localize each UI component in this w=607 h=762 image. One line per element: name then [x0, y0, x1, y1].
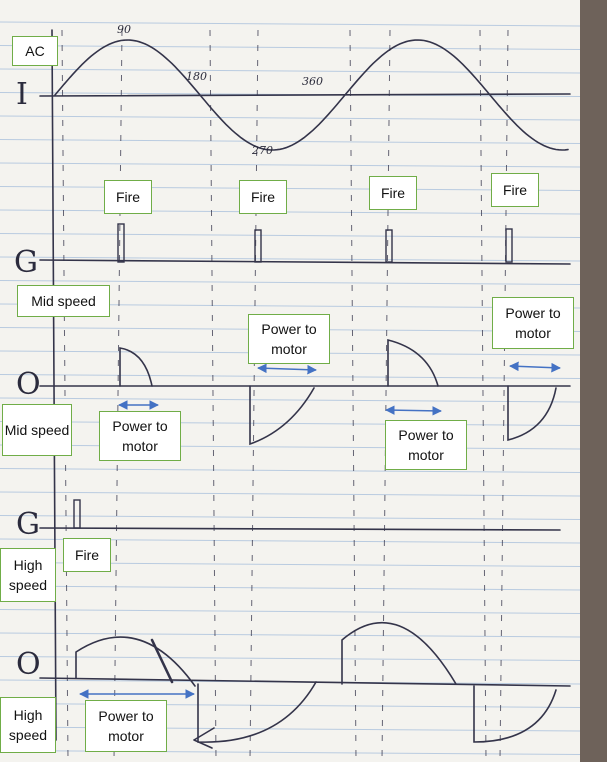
output-segment-negative — [197, 681, 317, 743]
ruled-line — [0, 632, 581, 638]
vertical-time-axis — [51, 29, 57, 741]
ruled-line — [0, 115, 581, 121]
power-to-motor-label-3: Power to motor — [99, 411, 181, 461]
gate-axis-letter-mid: G — [14, 245, 38, 280]
phase-guide — [61, 29, 69, 761]
ac-label: AC — [12, 36, 58, 66]
high-speed-label-2: High speed — [0, 697, 56, 753]
fire-label-1: Fire — [104, 180, 152, 214]
gate-axis-letter-high: G — [16, 507, 40, 542]
ruled-line — [0, 256, 581, 262]
angle-90: 90 — [117, 23, 131, 36]
dashed-phase-guides — [61, 29, 509, 761]
ruled-line — [0, 162, 581, 168]
high-speed-label-1: High speed — [0, 548, 56, 602]
phase-guide — [381, 29, 391, 761]
ruled-line — [0, 186, 581, 191]
output-axis-line-high — [39, 677, 571, 687]
power-arrow — [509, 361, 561, 373]
output-heavy-stroke — [150, 638, 174, 684]
gate-pulse — [254, 229, 262, 263]
phase-guide — [249, 29, 259, 761]
power-to-motor-label-1: Power to motor — [248, 314, 330, 364]
output-segment-negative — [507, 385, 557, 442]
fire-label-3: Fire — [369, 176, 417, 210]
waveform-axes — [39, 29, 571, 741]
gate-pulse — [73, 499, 81, 529]
ruled-line — [0, 515, 581, 520]
hand-drawn-arrowhead — [193, 727, 215, 749]
gate-pulse — [505, 228, 513, 263]
phase-guide — [349, 29, 357, 761]
ruled-line — [0, 280, 581, 285]
power-arrows — [79, 361, 561, 699]
waveforms — [54, 39, 569, 749]
power-to-motor-label-5: Power to motor — [85, 700, 167, 752]
output-segment-positive — [119, 347, 153, 387]
angle-270: 270 — [252, 144, 273, 157]
phase-guide — [479, 29, 487, 761]
paper-sheet — [0, 0, 580, 762]
power-to-motor-label-2: Power to motor — [492, 297, 574, 349]
ruled-line — [0, 585, 581, 591]
angle-180: 180 — [186, 70, 207, 83]
phase-guide — [209, 29, 217, 761]
power-arrow — [257, 363, 317, 375]
gate-axis-line-mid — [39, 259, 571, 265]
mid-speed-label-top: Mid speed — [17, 285, 110, 317]
output-segment-positive — [387, 338, 439, 387]
phase-guide — [499, 29, 509, 761]
ruled-line — [0, 21, 581, 27]
current-axis-letter: I — [16, 77, 28, 112]
ruled-line — [0, 444, 581, 450]
ruled-line — [0, 233, 581, 238]
output-segment-negative — [473, 685, 557, 743]
current-axis-line — [39, 93, 571, 97]
output-axis-letter-mid: O — [16, 367, 41, 402]
gate-pulse — [117, 223, 125, 263]
ruled-line — [0, 468, 581, 473]
phase-guide — [113, 29, 123, 761]
ruled-line — [0, 45, 581, 50]
fire-label-5: Fire — [63, 538, 111, 572]
output-axis-letter-high: O — [16, 647, 41, 682]
ruled-line — [0, 139, 581, 144]
ruled-line — [0, 656, 581, 661]
gate-pulse — [385, 229, 393, 263]
fire-label-2: Fire — [239, 180, 287, 214]
power-arrow — [385, 405, 442, 416]
table-edge — [580, 0, 607, 762]
mid-speed-label-left: Mid speed — [2, 404, 72, 456]
ruled-line — [0, 609, 581, 614]
angle-360: 360 — [302, 75, 323, 88]
ruled-line — [0, 209, 581, 215]
gate-axis-line-high — [39, 527, 561, 531]
fire-label-4: Fire — [491, 173, 539, 207]
ac-sine-wave — [54, 39, 569, 151]
ruled-line — [0, 68, 581, 74]
power-to-motor-label-4: Power to motor — [385, 420, 467, 470]
ruled-line — [0, 397, 581, 403]
output-segment-positive — [75, 636, 196, 687]
output-segment-positive — [341, 622, 457, 685]
output-segment-negative — [249, 385, 315, 446]
